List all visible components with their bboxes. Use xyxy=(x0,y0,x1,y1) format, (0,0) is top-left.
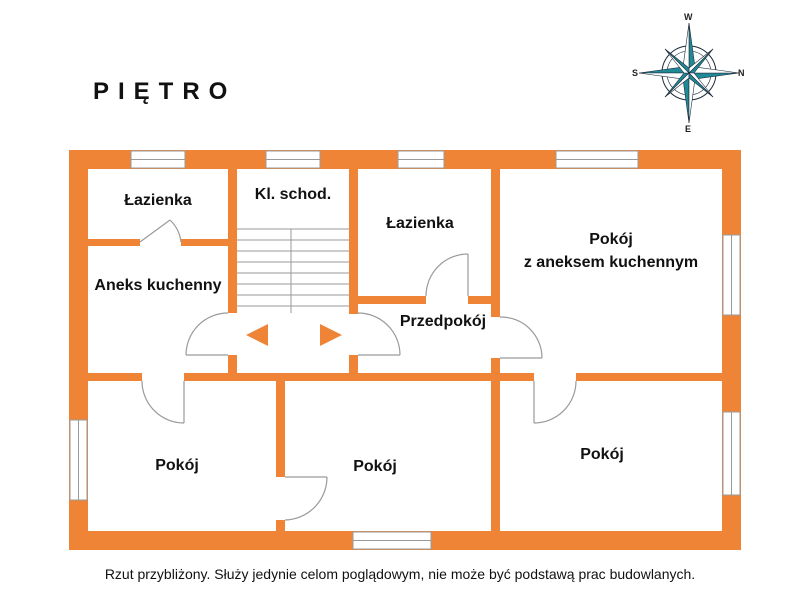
room-label-hallway: Przedpokój xyxy=(399,313,487,330)
compass-east-label: E xyxy=(685,124,692,134)
compass-north-label: N xyxy=(738,68,745,78)
window-top-1 xyxy=(130,150,186,169)
room-label-stairwell: Kl. schod. xyxy=(254,186,332,203)
room-label-room-bottom-left: Pokój xyxy=(155,457,199,474)
door-room-right xyxy=(533,380,577,424)
window-bottom-1 xyxy=(352,531,432,550)
door-bathroom-middle xyxy=(425,253,469,297)
door-stairwell xyxy=(357,312,401,356)
room-label-bathroom-middle: Łazienka xyxy=(386,215,454,232)
doors xyxy=(139,219,577,521)
room-label-kitchenette: Aneks kuchenny xyxy=(94,277,222,294)
window-top-4 xyxy=(555,150,639,169)
door-big-room xyxy=(499,316,543,359)
room-label-room-bottom-right: Pokój xyxy=(580,446,624,463)
disclaimer-footnote: Rzut przybliżony. Służy jedynie celom po… xyxy=(104,566,696,582)
interior-walls xyxy=(88,169,722,531)
door-bathroom-left xyxy=(139,219,182,243)
floor-title: PIĘTRO xyxy=(93,78,237,105)
arrow-left-icon xyxy=(246,324,268,346)
stairs xyxy=(237,228,349,313)
compass-south-label: S xyxy=(632,68,639,78)
window-top-2 xyxy=(265,150,321,169)
window-right-1 xyxy=(722,234,741,316)
window-left-1 xyxy=(69,419,88,501)
windows xyxy=(69,150,741,550)
door-room-left xyxy=(141,380,185,424)
room-label-room-kitchenette-line2: z aneksem kuchennym xyxy=(523,254,699,271)
compass-rose-icon xyxy=(638,22,740,124)
stair-arrows xyxy=(246,324,342,346)
compass-west-label: W xyxy=(684,12,693,22)
room-label-bathroom-left: Łazienka xyxy=(124,192,192,209)
room-label-room-kitchenette-line1: Pokój xyxy=(589,231,633,248)
window-top-3 xyxy=(397,150,445,169)
room-label-room-bottom-middle: Pokój xyxy=(353,458,397,475)
window-right-2 xyxy=(722,411,741,496)
door-room-middle xyxy=(284,476,328,521)
arrow-right-icon xyxy=(320,324,342,346)
door-kitchenette xyxy=(185,312,229,356)
